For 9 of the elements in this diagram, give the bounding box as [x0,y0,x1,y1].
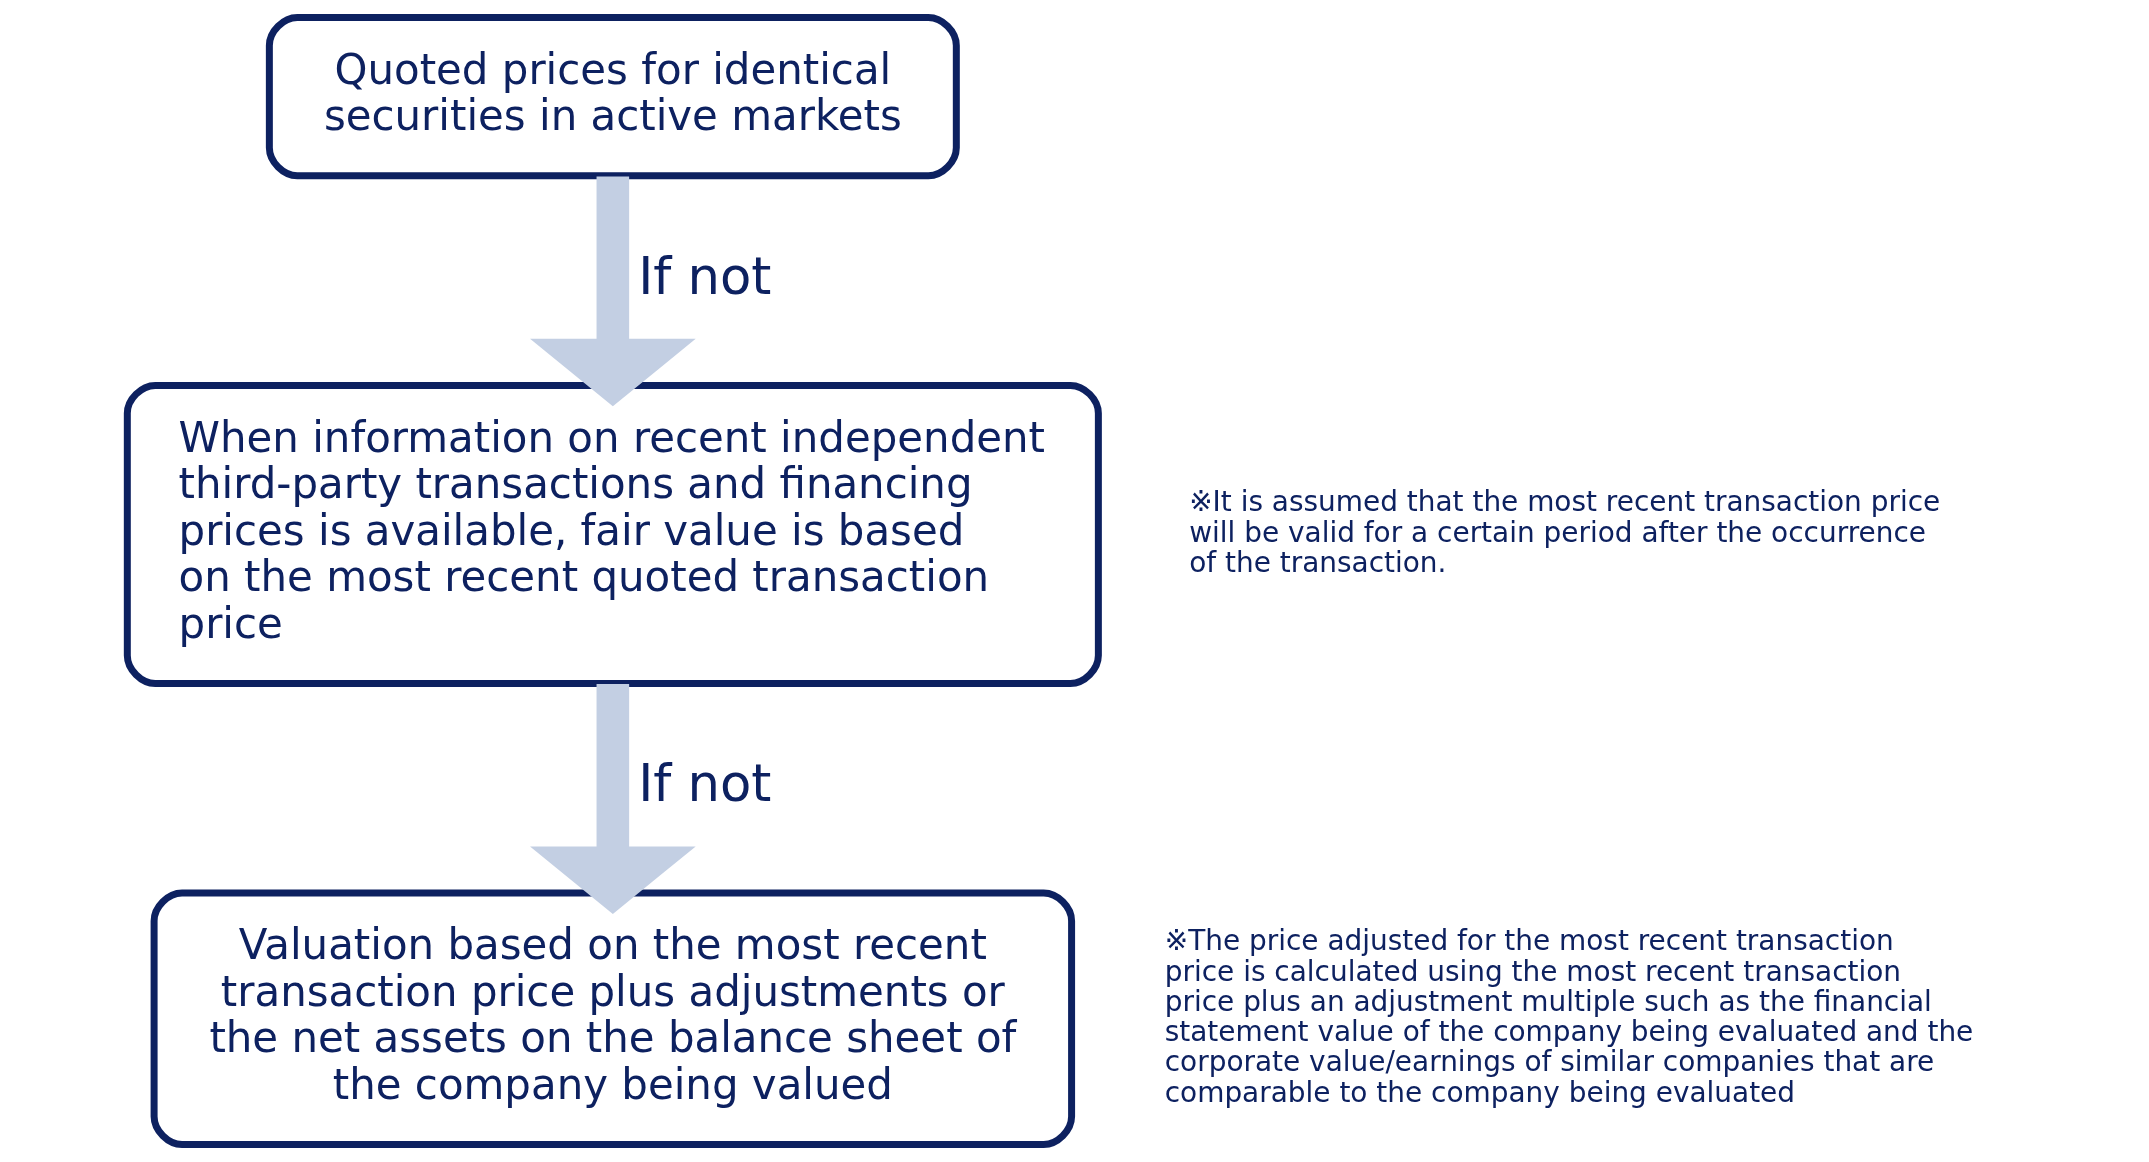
arrow [530,683,696,914]
node-label: ※The price adjusted for the most recent transaction price is calculated using the most recent transaction price plus an adjustment multiple such as the financial statement value of the company being evaluated and the corporate value/earnings of similar companies that are comparable to the company being evaluated [1164,924,1974,1109]
node-box: Valuation based on the most recent transaction price plus adjustments or the net assets on the balance sheet of the company being valued [150,889,1076,1149]
edge-label: If not [638,753,772,814]
edge-label: If not [638,245,772,306]
arrow [530,176,696,407]
node-box: When information on recent independent third-party transactions and financing prices is available, fair value is based on the most recent quoted transaction price [123,381,1102,687]
node-label: ※It is assumed that the most recent transaction price will be valid for a certain period after the occurrence of the transaction. [1189,485,1941,579]
node-box: Quoted prices for identical securities in active markets [265,13,960,180]
